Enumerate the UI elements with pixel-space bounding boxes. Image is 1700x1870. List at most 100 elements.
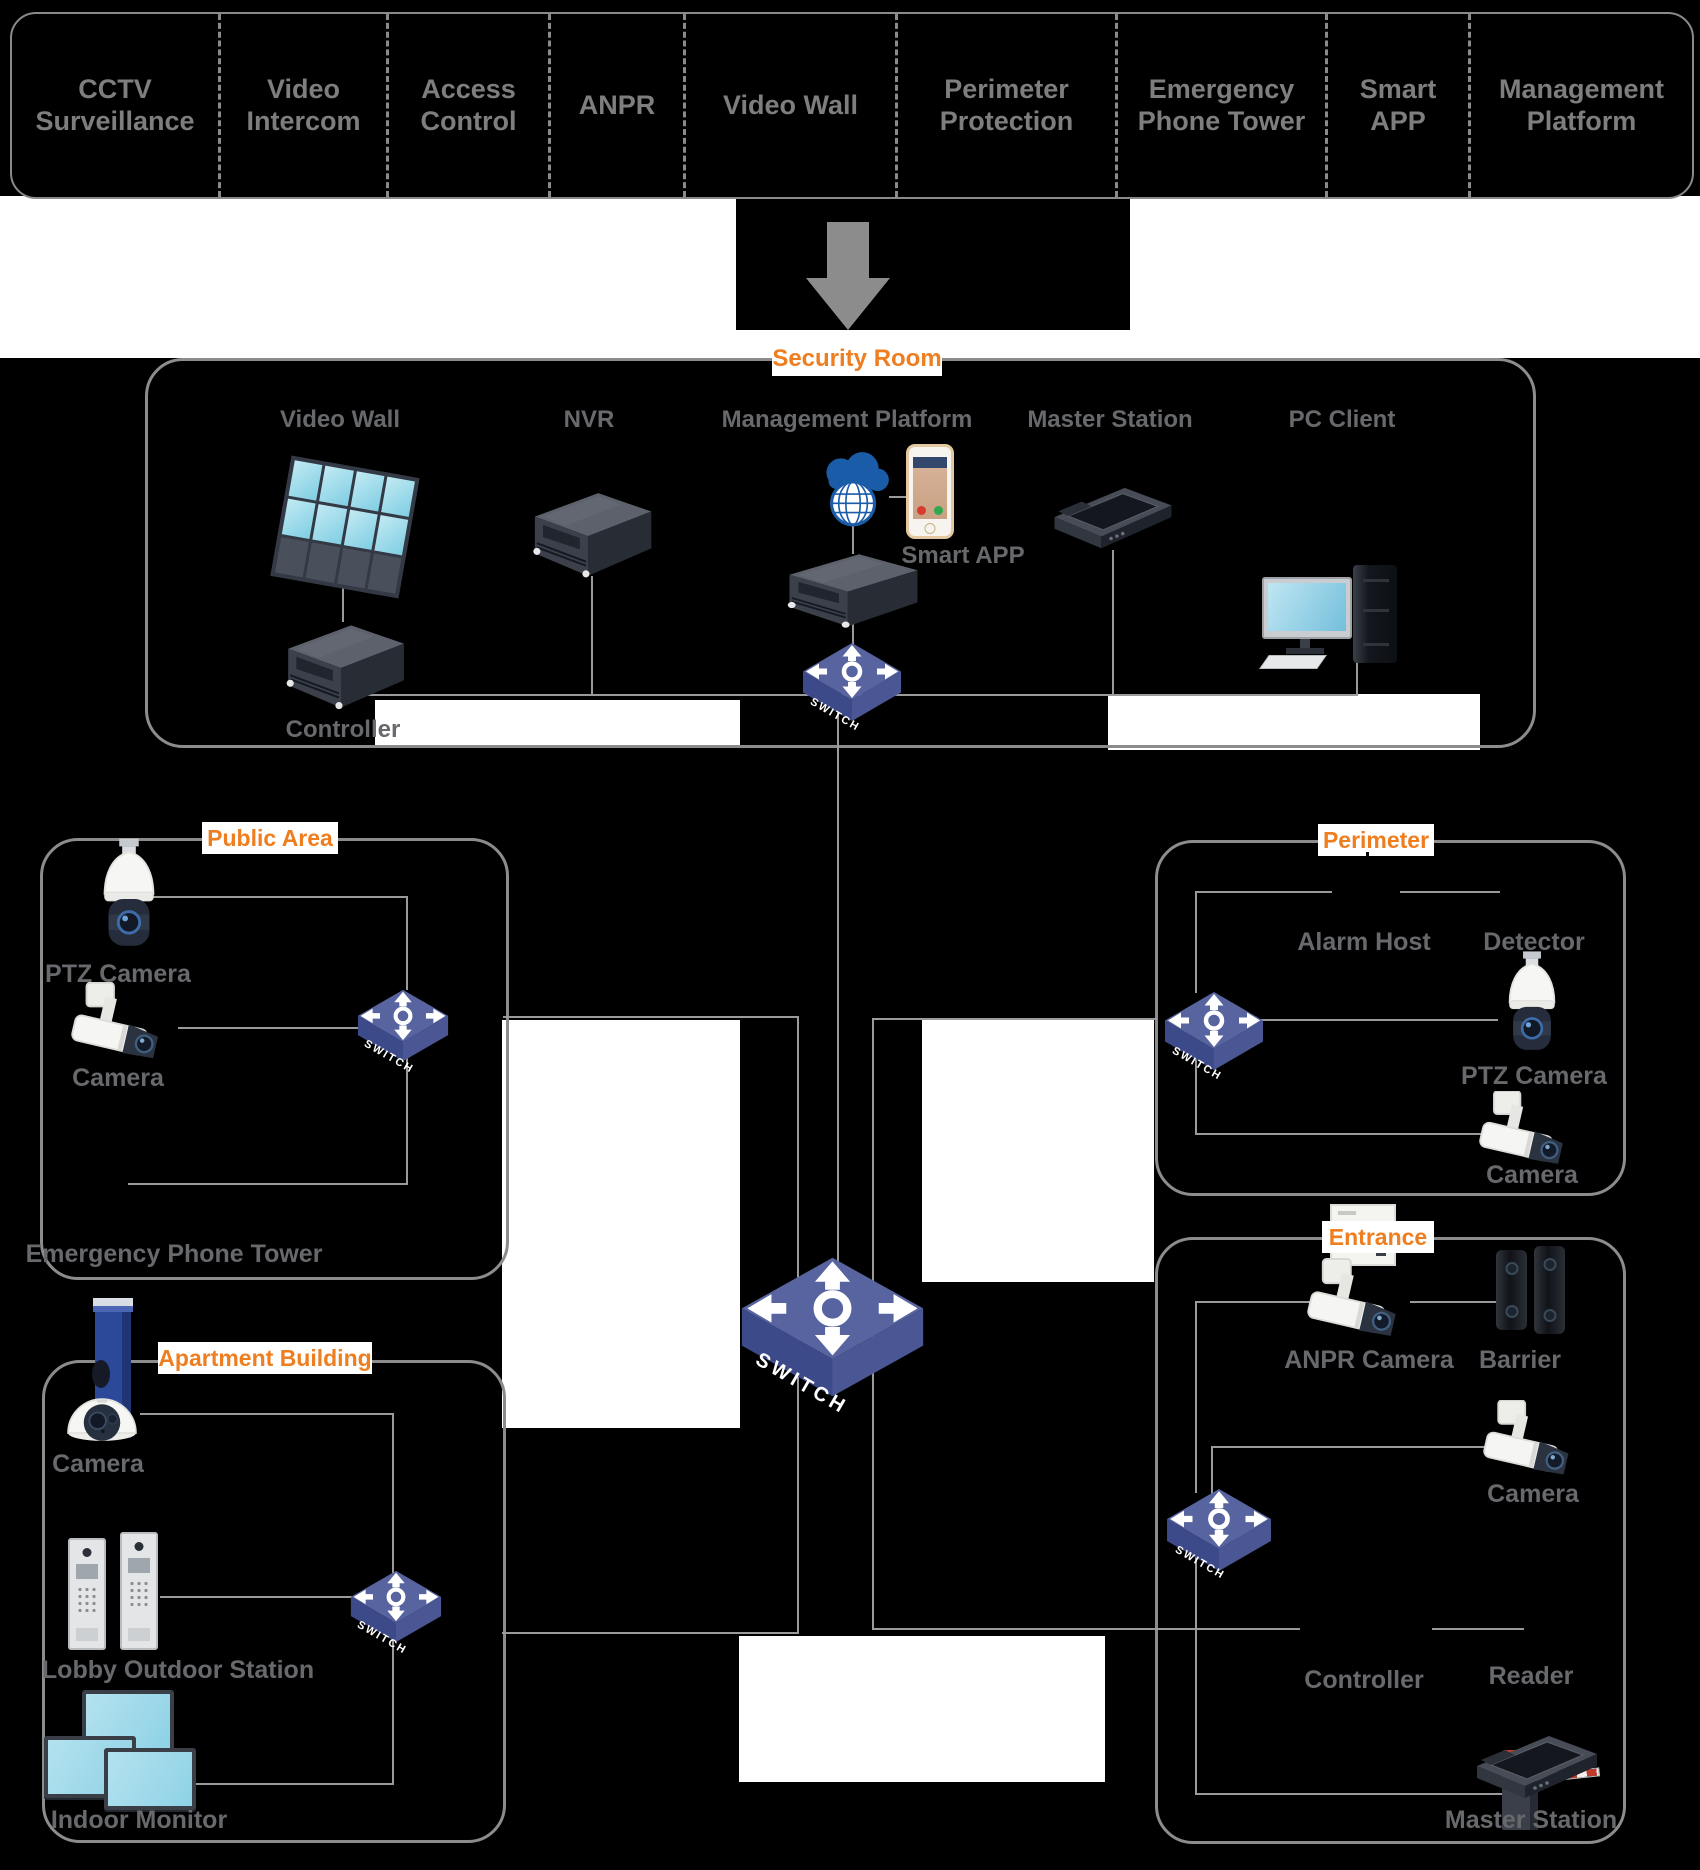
background-patch (375, 700, 740, 748)
banner-item-cctv: CCTV Surveillance (12, 14, 221, 197)
connector-line (178, 1783, 394, 1785)
management-platform-label: Management Platform (721, 406, 973, 433)
connector-line (1260, 1019, 1498, 1021)
emergency-phone-tower-label: Emergency Phone Tower (25, 1240, 323, 1268)
camera-label: Camera (72, 1064, 164, 1092)
cloud-icon (806, 446, 896, 532)
perimeter-title: Perimeter (1318, 824, 1434, 856)
connector-line (1410, 1301, 1502, 1303)
master-station-icon (1048, 482, 1178, 560)
public-area-switch-icon: SWITCH (357, 989, 449, 1076)
connector-line (1366, 852, 1369, 868)
anpr-camera-icon (1306, 1258, 1418, 1342)
banner-item-intercom: Video Intercom (221, 14, 389, 197)
connector-line (392, 1413, 394, 1573)
banner-item-tower: Emergency Phone Tower (1118, 14, 1328, 197)
connector-line (178, 1027, 358, 1029)
indoor-monitor-icon (44, 1690, 196, 1812)
alarm-host-label: Alarm Host (1297, 928, 1431, 956)
background-patch (1108, 694, 1480, 750)
pc-client-icon (1259, 565, 1397, 670)
connector-line (392, 1620, 394, 1784)
arrow-column (736, 195, 1130, 330)
entrance-switch-icon: SWITCH (1166, 1488, 1272, 1582)
master-station-icon (1470, 1730, 1604, 1810)
connector-line (160, 1596, 352, 1598)
connector-line (1432, 1628, 1524, 1630)
connector-line (1196, 1301, 1312, 1303)
detector-label: Detector (1483, 928, 1585, 956)
lobby-outdoor-station-icon (68, 1532, 164, 1656)
banner-item-videowall: Video Wall (686, 14, 898, 197)
controller-label: Controller (1304, 1666, 1424, 1694)
feature-banner: CCTV Surveillance Video Intercom Access … (10, 12, 1694, 199)
monitor-screen (104, 1748, 196, 1810)
banner-item-perimeter: Perimeter Protection (898, 14, 1118, 197)
reader-label: Reader (1488, 1662, 1574, 1690)
detector-icon (1496, 1246, 1572, 1334)
connector-line (406, 896, 408, 990)
barrier-label: Barrier (1479, 1346, 1561, 1374)
connector-line (1112, 550, 1114, 696)
lobby-outdoor-station-label: Lobby Outdoor Station (41, 1656, 315, 1684)
bullet-camera-icon (70, 982, 180, 1064)
ptz-camera-label: PTZ Camera (45, 960, 191, 988)
connector-line (406, 1042, 408, 1184)
connector-line (852, 526, 854, 554)
connector-line (502, 1632, 799, 1634)
anpr-camera-label: ANPR Camera (1284, 1346, 1454, 1374)
apartment-building-title: Apartment Building (158, 1342, 372, 1374)
connector-line (1211, 1446, 1213, 1494)
down-arrow-head (806, 278, 890, 330)
management-server-icon (776, 548, 922, 630)
connector-line (1195, 1301, 1197, 1493)
connector-line (1195, 1554, 1197, 1794)
bullet-camera-icon (1478, 1091, 1584, 1169)
bullet-camera-icon (1482, 1400, 1590, 1480)
connector-line (872, 1018, 1157, 1020)
master-station-label: Master Station (1444, 1806, 1618, 1834)
connector-line (1196, 891, 1332, 893)
banner-item-smartapp: Smart APP (1328, 14, 1471, 197)
background-patch (922, 1020, 1154, 1282)
banner-item-access: Access Control (389, 14, 551, 197)
connector-line (889, 496, 907, 498)
perimeter-switch-icon: SWITCH (1164, 991, 1264, 1083)
nvr-icon (522, 486, 656, 580)
video-wall-label: Video Wall (279, 406, 401, 433)
connector-line (591, 576, 593, 696)
master-station-label: Master Station (1027, 406, 1193, 433)
connector-line (1400, 891, 1500, 893)
smart-app-phone-icon (906, 444, 954, 539)
connector-line (1195, 1793, 1503, 1795)
connector-line (128, 1183, 408, 1185)
background-patch (739, 1636, 1105, 1782)
connector-line (140, 1413, 394, 1415)
camera-label: Camera (52, 1450, 144, 1478)
pc-client-label: PC Client (1288, 406, 1396, 433)
camera-label: Camera (1487, 1480, 1579, 1508)
dome-camera-icon (62, 1380, 142, 1446)
background-patch (502, 1020, 740, 1428)
ptz-camera-icon (1498, 950, 1566, 1062)
connector-line (837, 712, 839, 1262)
entrance-title: Entrance (1322, 1221, 1434, 1253)
connector-line (1211, 1446, 1487, 1448)
connector-line (852, 618, 854, 648)
down-arrow-icon (827, 222, 869, 280)
controller-icon (276, 618, 408, 712)
security-room-title: Security Room (772, 342, 942, 376)
nvr-label: NVR (563, 406, 615, 433)
camera-label: Camera (1486, 1161, 1578, 1189)
connector-line (1195, 1133, 1485, 1135)
central-switch-icon: SWITCH (740, 1256, 925, 1419)
banner-item-anpr: ANPR (551, 14, 686, 197)
video-wall-icon (270, 455, 420, 599)
public-area-title: Public Area (202, 822, 338, 854)
connector-line (1195, 891, 1197, 993)
ptz-camera-label: PTZ Camera (1461, 1062, 1607, 1090)
connector-line (1195, 1046, 1197, 1134)
connector-line (503, 1016, 799, 1018)
connector-line (152, 896, 408, 898)
